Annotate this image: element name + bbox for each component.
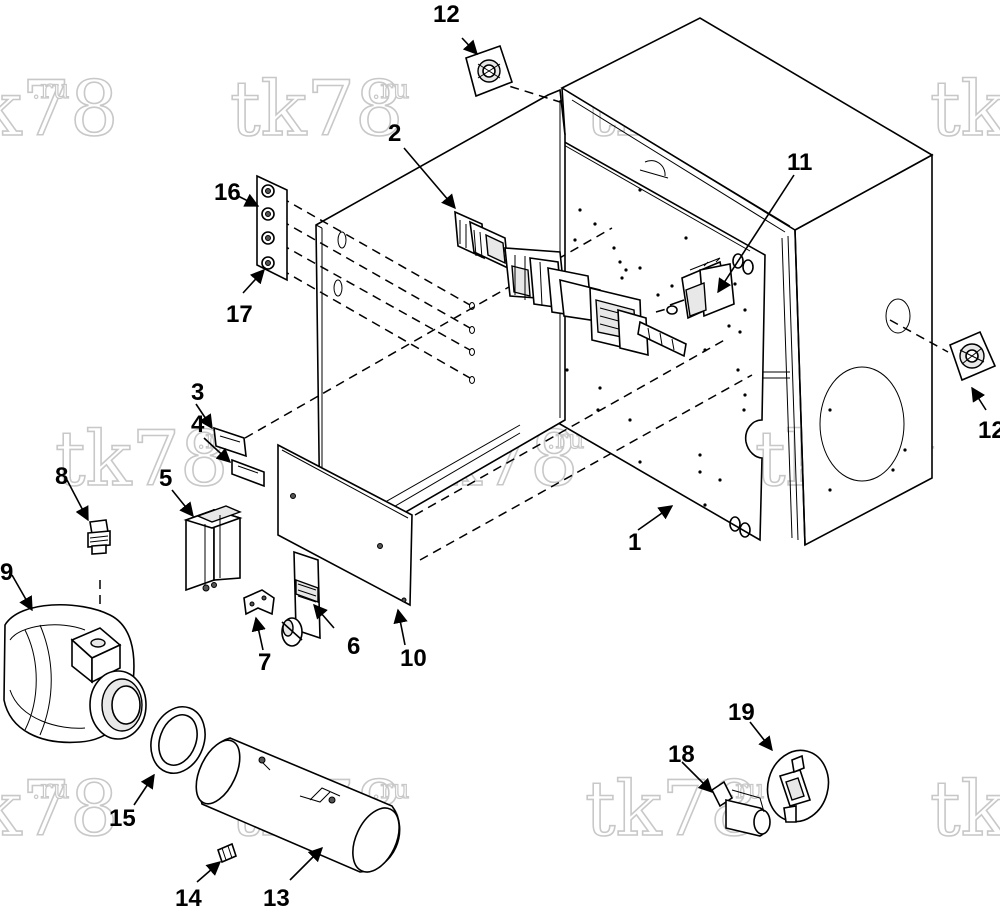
transformer — [183, 505, 243, 592]
circuit-board — [277, 443, 413, 607]
cable-gland — [87, 519, 111, 555]
blower-housing — [3, 603, 147, 744]
callout-5: 5 — [159, 465, 172, 492]
callout-6: 6 — [347, 633, 360, 660]
callout-2: 2 — [388, 120, 401, 147]
callout-19: 19 — [728, 699, 755, 726]
watermark: tk78.ru — [229, 63, 410, 154]
probe-holder — [766, 749, 830, 823]
mounting-bracket — [243, 589, 275, 616]
svg-text:.ru: .ru — [32, 75, 69, 105]
callout-15: 15 — [109, 805, 136, 832]
callout-1: 1 — [628, 529, 641, 556]
svg-text:tk78: tk78 — [930, 764, 1000, 853]
leader-lines — [11, 37, 987, 883]
sensor-probe — [710, 780, 771, 837]
label-plate-3 — [213, 426, 247, 458]
callout-9: 9 — [0, 559, 13, 586]
svg-text:tk78: tk78 — [230, 64, 403, 153]
callout-10: 10 — [400, 645, 427, 672]
svg-text:tk78: tk78 — [0, 764, 118, 853]
vent-grille-right — [949, 330, 997, 382]
callout-13: 13 — [263, 885, 290, 911]
watermark: tk78.ru — [0, 763, 119, 854]
callout-18: 18 — [668, 741, 695, 768]
relay-block — [281, 550, 321, 647]
terminal-lug-strip — [256, 174, 288, 282]
duct-tube — [195, 737, 401, 873]
callout-16: 16 — [214, 179, 241, 206]
svg-text:.ru: .ru — [32, 775, 69, 805]
watermark: tk78 — [929, 763, 1000, 854]
svg-text:.ru: .ru — [372, 775, 409, 805]
watermark: tk78.ru — [54, 413, 235, 504]
seal-ring — [150, 706, 206, 774]
svg-text:tk78: tk78 — [930, 64, 1000, 153]
watermark: tk78.ru — [0, 63, 119, 154]
svg-text:.ru: .ru — [372, 75, 409, 105]
callout-14: 14 — [175, 885, 202, 911]
callout-12-right: 12 — [978, 417, 1000, 444]
enclosure-housing — [560, 17, 934, 547]
svg-text:tk78: tk78 — [0, 64, 118, 153]
bolt-holes — [469, 302, 475, 384]
contactor-group — [454, 210, 687, 358]
watermark: tk78 — [929, 63, 1000, 154]
rotary-switch — [666, 257, 735, 320]
vent-grille-top — [465, 44, 513, 98]
nipple-fitting — [217, 842, 237, 864]
callout-7: 7 — [258, 649, 271, 676]
callout-4: 4 — [191, 411, 205, 438]
callout-3: 3 — [191, 379, 204, 406]
callout-17: 17 — [226, 301, 253, 328]
label-plate-4 — [231, 458, 265, 488]
callout-8: 8 — [55, 463, 68, 490]
callout-12-top: 12 — [433, 1, 460, 28]
svg-text:tk78: tk78 — [55, 414, 228, 503]
callout-11: 11 — [787, 149, 812, 176]
